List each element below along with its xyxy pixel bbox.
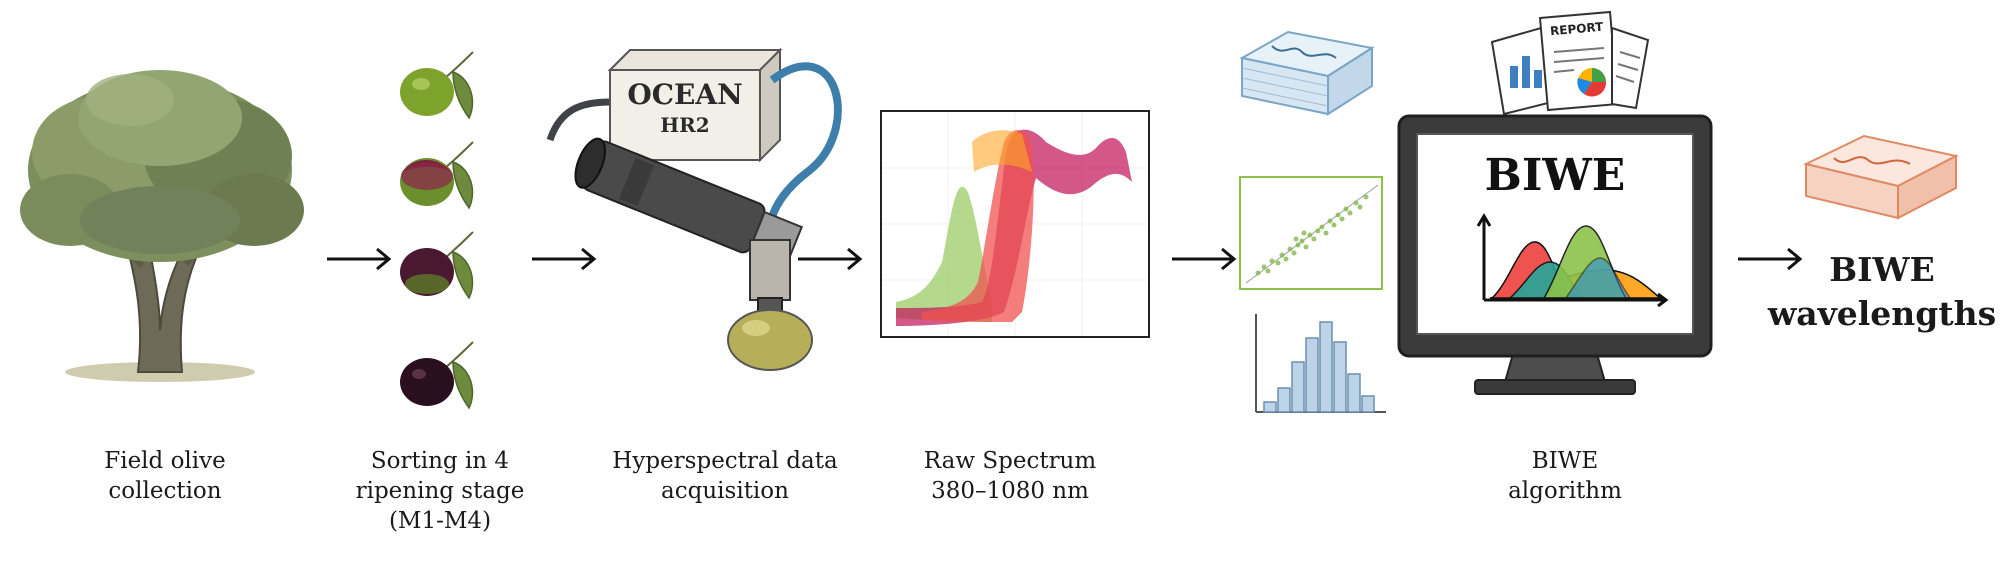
output-label-line2: wavelengths xyxy=(1767,294,1997,333)
output-label-line1: BIWE xyxy=(1829,250,1935,289)
output-label: BIWE wavelengths xyxy=(1762,248,2002,336)
device-label: OCEAN HR2 xyxy=(627,78,743,137)
monitor-title: BIWE xyxy=(1484,150,1626,201)
caption-biwe-algorithm: BIWE algorithm xyxy=(1508,448,1622,504)
olive-m2-icon xyxy=(400,141,474,210)
olive-tree-illustration xyxy=(20,70,304,382)
spectrum-band-red xyxy=(922,130,1034,322)
arrow-icon xyxy=(1172,247,1237,271)
arrow-icon xyxy=(798,247,863,271)
raw-spectrum-plot xyxy=(880,110,1150,338)
arrow-icon xyxy=(1738,247,1803,271)
peak-chart-icon xyxy=(1476,213,1669,308)
spectrum-curves xyxy=(882,112,1148,336)
histogram-icon xyxy=(1255,314,1386,413)
wavelength-sheet-icon xyxy=(1803,134,1959,220)
caption-sorting-ripening: Sorting in 4 ripening stage (M1-M4) xyxy=(355,448,525,534)
report-documents-icon xyxy=(1490,10,1650,116)
olive-m3-icon xyxy=(400,231,474,300)
caption-raw-spectrum: Raw Spectrum 380–1080 nm xyxy=(923,448,1097,504)
olive-m1-icon xyxy=(400,51,474,120)
data-cube-icon xyxy=(1239,30,1375,116)
arrow-icon xyxy=(327,247,392,271)
olive-m4-icon xyxy=(400,341,474,410)
caption-field-olive-collection: Field olive collection xyxy=(104,448,226,504)
spectrum-band-orange xyxy=(972,130,1032,172)
spectrum-band-green xyxy=(896,186,992,322)
spectrometer-illustration xyxy=(546,47,842,371)
arrow-icon xyxy=(532,247,597,271)
caption-hyperspectral-acquisition: Hyperspectral data acquisition xyxy=(612,448,838,504)
peak-blue xyxy=(1564,257,1632,299)
scatter-plot-icon xyxy=(1239,176,1383,290)
